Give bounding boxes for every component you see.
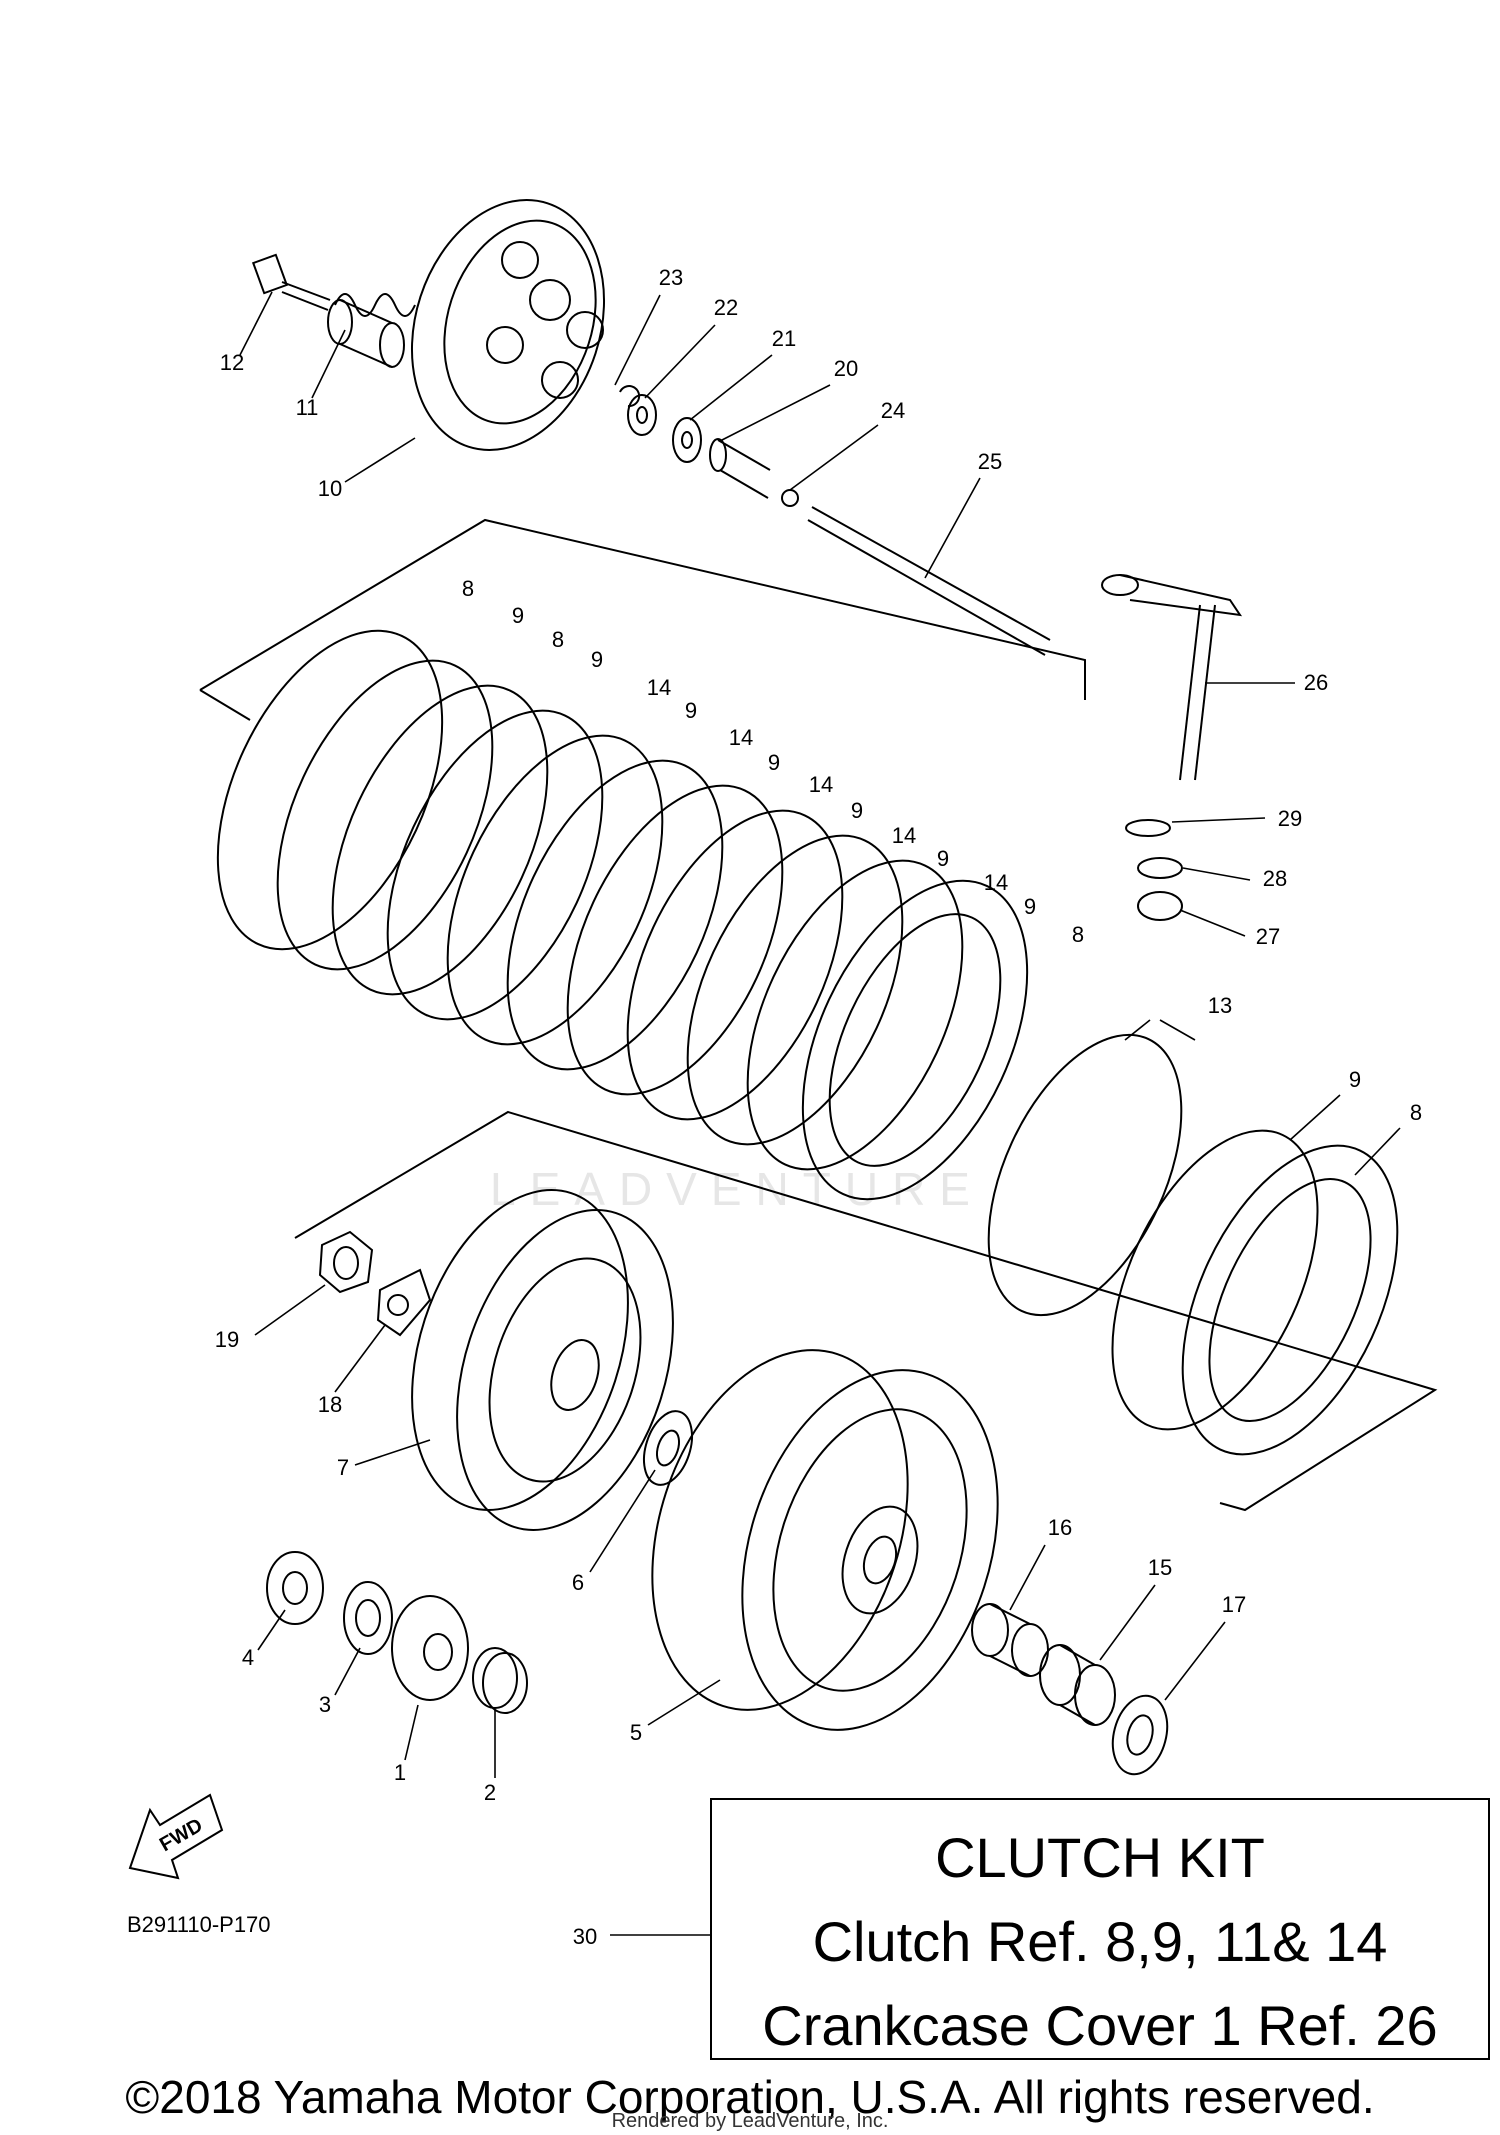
callout-21: 21 bbox=[772, 326, 796, 351]
pressure-plate bbox=[410, 198, 606, 452]
nut-and-washer bbox=[318, 1230, 432, 1337]
wire-ring bbox=[987, 1033, 1183, 1317]
thrust-washer bbox=[643, 1410, 693, 1486]
callout-7: 7 bbox=[337, 1455, 349, 1480]
callout-25: 25 bbox=[978, 449, 1002, 474]
callout-24: 24 bbox=[881, 398, 905, 423]
callout-29: 29 bbox=[1278, 806, 1302, 831]
callout-18: 18 bbox=[318, 1392, 342, 1417]
kit-line-crankcase: Crankcase Cover 1 Ref. 26 bbox=[762, 1994, 1438, 2057]
callout-8: 8 bbox=[552, 627, 564, 652]
clutch-housing bbox=[651, 1349, 999, 1731]
callout-30: 30 bbox=[573, 1924, 597, 1949]
callout-6: 6 bbox=[572, 1570, 584, 1595]
callout-13: 13 bbox=[1208, 993, 1232, 1018]
callout-9: 9 bbox=[685, 698, 697, 723]
watermark: LEADVENTURE bbox=[490, 1163, 984, 1215]
callout-11: 11 bbox=[296, 395, 319, 420]
push-rod-parts bbox=[619, 385, 1051, 656]
callout-9: 9 bbox=[512, 603, 524, 628]
callout-9: 9 bbox=[591, 647, 603, 672]
copyright-notice: ©2018 Yamaha Motor Corporation, U.S.A. A… bbox=[125, 2071, 1375, 2123]
callout-28: 28 bbox=[1263, 866, 1287, 891]
callout-14: 14 bbox=[892, 823, 916, 848]
kit-line-clutch: Clutch Ref. 8,9, 11& 14 bbox=[812, 1910, 1388, 1973]
callout-8: 8 bbox=[1072, 922, 1084, 947]
leader-lines bbox=[239, 291, 1401, 1936]
clutch-kit-box: CLUTCH KIT Clutch Ref. 8,9, 11& 14 Crank… bbox=[710, 1798, 1490, 2060]
plate-pack-outline bbox=[199, 518, 1438, 1512]
loose-plates bbox=[1111, 1129, 1399, 1456]
callout-12: 12 bbox=[220, 350, 244, 375]
callout-23: 23 bbox=[659, 265, 683, 290]
clutch-plate-stack bbox=[216, 629, 1029, 1201]
callout-9: 9 bbox=[1024, 894, 1036, 919]
callout-4: 4 bbox=[242, 1645, 254, 1670]
bearing-parts bbox=[971, 1603, 1169, 1776]
callout-8: 8 bbox=[462, 576, 474, 601]
callout-9: 9 bbox=[1349, 1067, 1361, 1092]
clutch-boss bbox=[411, 1189, 674, 1531]
callout-14: 14 bbox=[729, 725, 753, 750]
callout-9: 9 bbox=[851, 798, 863, 823]
callout-22: 22 bbox=[714, 295, 738, 320]
callout-8: 8 bbox=[1410, 1100, 1422, 1125]
callout-2: 2 bbox=[484, 1780, 496, 1805]
callout-14: 14 bbox=[647, 675, 671, 700]
callout-5: 5 bbox=[630, 1720, 642, 1745]
callout-1: 1 bbox=[394, 1760, 406, 1785]
callout-15: 15 bbox=[1148, 1555, 1172, 1580]
callout-9: 9 bbox=[937, 846, 949, 871]
callout-17: 17 bbox=[1222, 1592, 1246, 1617]
callout-3: 3 bbox=[319, 1692, 331, 1717]
callout-numbers: 1234567898914914914914914981398101112151… bbox=[215, 265, 1422, 1949]
callout-14: 14 bbox=[809, 772, 833, 797]
callout-16: 16 bbox=[1048, 1515, 1072, 1540]
callout-20: 20 bbox=[834, 356, 858, 381]
bolt-and-spring bbox=[251, 253, 416, 368]
callout-26: 26 bbox=[1304, 670, 1328, 695]
callout-9: 9 bbox=[768, 750, 780, 775]
kit-title: CLUTCH KIT bbox=[935, 1826, 1265, 1889]
callout-19: 19 bbox=[215, 1327, 239, 1352]
callout-14: 14 bbox=[984, 870, 1008, 895]
rendered-by-credit: Rendered by LeadVenture, Inc. bbox=[611, 2110, 889, 2132]
callout-10: 10 bbox=[318, 476, 342, 501]
push-lever-shaft bbox=[1101, 574, 1243, 921]
diagram-code: B291110-P170 bbox=[127, 1912, 271, 1937]
fwd-arrow-icon: FWD bbox=[128, 1793, 224, 1880]
callout-27: 27 bbox=[1256, 924, 1280, 949]
primary-drive-parts bbox=[266, 1551, 528, 1714]
